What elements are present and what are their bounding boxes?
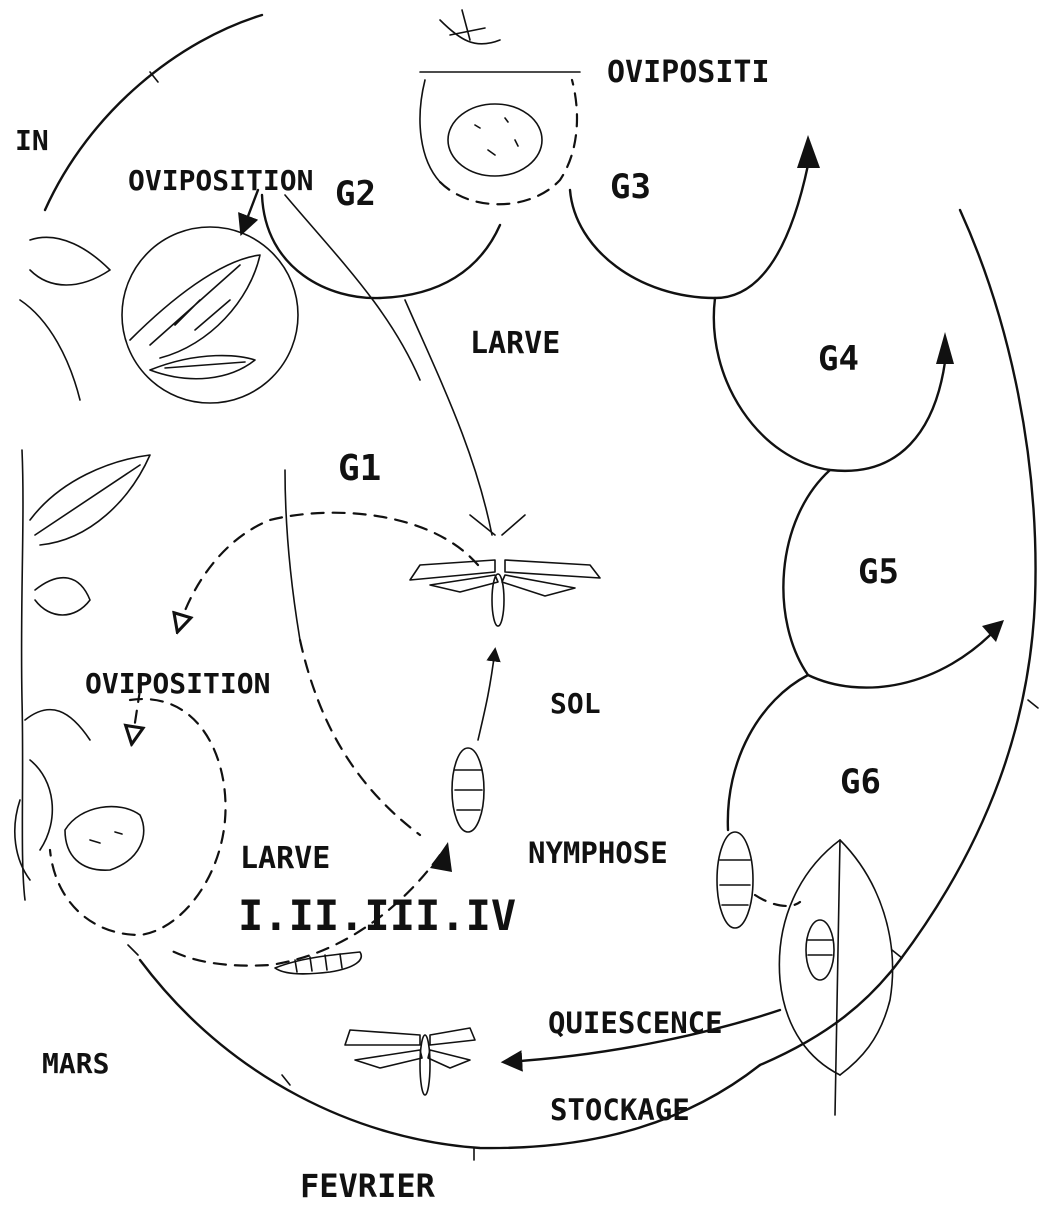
month-tick-lower-right	[892, 950, 902, 958]
larva-icon	[275, 952, 361, 974]
adult-moth-bottom-icon	[345, 1028, 475, 1095]
label-g4: G4	[818, 339, 859, 379]
pupa-to-adult-arrow	[478, 650, 495, 740]
plant-leaf-3	[20, 237, 110, 400]
pupa-filled-arrowhead	[430, 842, 452, 872]
tuber-scratches	[90, 832, 122, 843]
plant-leaf-2	[35, 578, 90, 615]
label-g2: G2	[335, 174, 376, 214]
egg-circle-lower	[440, 80, 577, 204]
label-stockage: STOCKAGE	[550, 1093, 690, 1127]
generation-g3-arc	[570, 165, 808, 298]
label-oviposition-top: OVIPOSITION	[128, 164, 313, 197]
g1-vertical-line	[285, 470, 300, 640]
egg-icon	[448, 104, 542, 176]
g4-arrowhead	[936, 332, 954, 364]
label-g1: G1	[338, 448, 381, 489]
label-oviposition-left: OVIPOSITION	[85, 667, 270, 700]
g1-oviposition-dashed-path	[178, 513, 478, 630]
leaf-icon-lower	[150, 356, 255, 379]
adult-moth-icon	[410, 515, 600, 626]
leaf-icon-upper	[130, 255, 260, 358]
label-larval-instars: I.II.III.IV	[238, 891, 516, 940]
label-larve-top: LARVE	[470, 326, 560, 361]
egg-circle-upper	[420, 80, 440, 182]
label-in: IN	[15, 124, 49, 157]
month-tick-lower-left	[282, 1075, 290, 1085]
larva-to-pupa-dashed	[300, 640, 420, 835]
label-nymphose: NYMPHOSE	[528, 836, 668, 870]
egg-leaf-top	[440, 10, 500, 44]
egg-texture	[475, 118, 518, 155]
label-sol: SOL	[550, 687, 601, 720]
generation-g6-arc	[728, 675, 808, 830]
leaf-egg-circle	[122, 227, 298, 403]
label-mars: MARS	[42, 1047, 109, 1080]
pupa-icon	[452, 748, 484, 832]
month-tick-left	[128, 945, 138, 955]
label-fevrier: FEVRIER	[300, 1167, 436, 1205]
label-quiescence: QUIESCENCE	[548, 1006, 723, 1040]
label-larve-bottom: LARVE	[240, 841, 330, 876]
generation-g4-arc	[714, 298, 945, 471]
g3-arrowhead	[797, 135, 820, 168]
label-g6: G6	[840, 762, 881, 802]
pupa-right-icon	[717, 832, 753, 928]
label-g5: G5	[858, 552, 899, 592]
label-ovipositi-partial: OVIPOSITI	[607, 55, 770, 90]
label-g3: G3	[610, 167, 651, 207]
oviposition-to-adult-line	[285, 195, 420, 380]
folded-leaf-icon	[779, 840, 892, 1115]
month-tick-right	[1028, 700, 1038, 708]
plant-leaf-1	[30, 455, 150, 545]
plant-roots	[15, 710, 90, 880]
tuber-icon	[65, 807, 144, 871]
plant-stem	[22, 450, 25, 900]
